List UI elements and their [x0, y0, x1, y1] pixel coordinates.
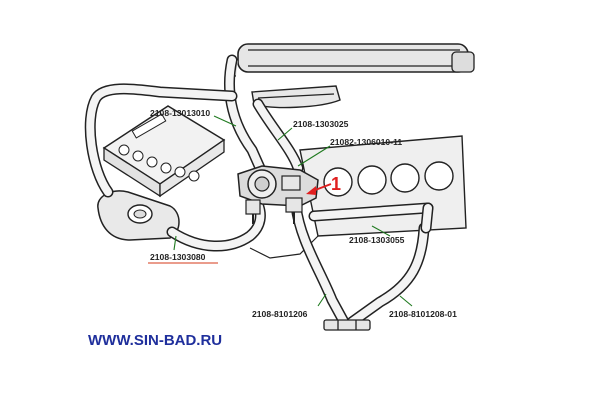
- site-url: WWW.SIN-BAD.RU: [88, 332, 222, 349]
- leader-p6: [317, 293, 327, 307]
- label-p6: 2108-8101206: [252, 309, 308, 319]
- leader-p1: [213, 115, 237, 127]
- heater-fitting: [323, 319, 371, 331]
- label-p2: 2108-1303025: [293, 119, 349, 129]
- label-p1: 2108-13013010: [150, 108, 210, 118]
- callout-labels: 2108-13013010 2108-1303025 21082-1306010…: [148, 108, 457, 319]
- hoses: [84, 54, 434, 328]
- thermostat: [237, 165, 319, 224]
- leader-p3: [297, 145, 331, 167]
- label-p5: 2108-1303080: [150, 252, 206, 262]
- leader-p7: [399, 295, 413, 307]
- label-p7: 2108-8101208-01: [389, 309, 457, 319]
- marker-number: 1: [331, 174, 341, 194]
- cylinder-1: [323, 167, 353, 197]
- cylinder-2: [357, 165, 387, 195]
- leader-p4: [371, 225, 391, 237]
- battery: [102, 105, 226, 198]
- leader-p5: [173, 235, 177, 251]
- fan-housing: [251, 85, 341, 109]
- radiator: [228, 43, 475, 77]
- leader-lines: [173, 115, 413, 307]
- leader-p2: [277, 127, 293, 141]
- label-p4: 2108-1303055: [349, 235, 405, 245]
- label-p3: 21082-1306010-11: [330, 137, 402, 147]
- part-marker: 1: [306, 174, 341, 195]
- battery-cell-caps: [118, 144, 200, 182]
- cylinder-3: [390, 163, 420, 193]
- cylinder-4: [424, 161, 454, 191]
